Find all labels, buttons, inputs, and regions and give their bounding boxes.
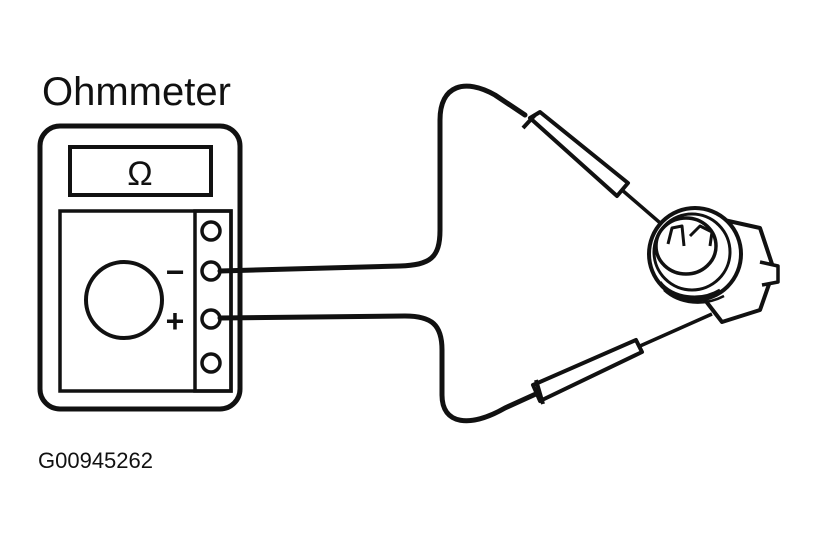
upper-probe-tip xyxy=(620,188,668,230)
lead-negative-wire xyxy=(217,83,528,274)
ohmmeter xyxy=(37,123,243,412)
terminal-4 xyxy=(200,352,222,374)
lead-positive-wire xyxy=(217,313,541,424)
ohmmeter-case xyxy=(37,123,243,412)
terminal-1 xyxy=(200,220,222,242)
selector-dial xyxy=(84,260,164,340)
minus-label: − xyxy=(166,254,185,290)
sensor-terminal-a xyxy=(666,224,686,247)
plus-label: + xyxy=(166,303,185,339)
diagram-title: Ohmmeter xyxy=(42,70,231,114)
sensor-terminal-b xyxy=(688,224,714,247)
lower-probe-tip xyxy=(639,312,713,348)
figure-id: G00945262 xyxy=(38,448,153,473)
terminal-plus xyxy=(200,308,222,330)
ohm-symbol: Ω xyxy=(127,155,152,193)
sensor-component xyxy=(647,206,780,324)
test-leads xyxy=(217,83,541,424)
sensor-connector-face xyxy=(654,216,718,276)
upper-probe xyxy=(521,110,668,230)
terminal-strip xyxy=(193,209,233,393)
terminal-minus xyxy=(200,260,222,282)
upper-probe-handle xyxy=(528,110,630,198)
ohmmeter-display xyxy=(68,145,213,197)
lower-probe xyxy=(531,312,713,405)
lower-probe-handle xyxy=(531,338,644,403)
